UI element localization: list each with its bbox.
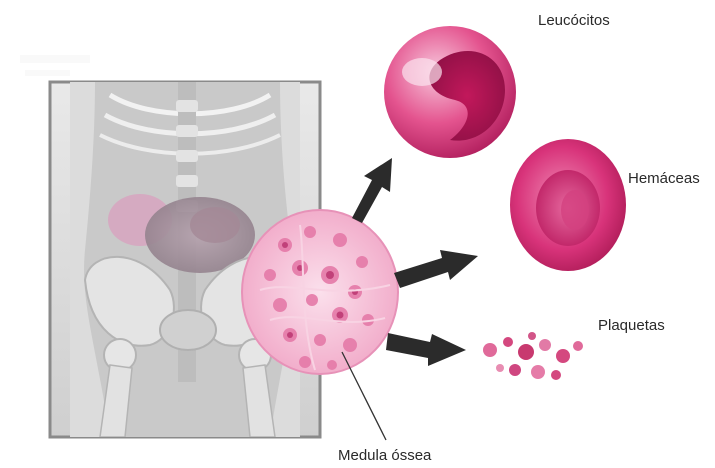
background-texture: [20, 55, 90, 76]
platelets: [483, 332, 583, 380]
label-medula-ossea: Medula óssea: [338, 447, 431, 464]
arrow-to-plaquetas: [386, 333, 466, 366]
label-plaquetas: Plaquetas: [598, 317, 665, 334]
medula-pointer-line: [342, 352, 386, 440]
arrow-to-leucocitos: [352, 158, 392, 223]
red-blood-cell: [510, 139, 626, 271]
label-hemaceas: Hemáceas: [628, 170, 700, 187]
leukocyte-cell: [384, 26, 516, 158]
arrow-to-hemaceas: [394, 250, 478, 288]
bone-marrow-detail: [242, 210, 398, 374]
label-leucocitos: Leucócitos: [538, 12, 610, 29]
